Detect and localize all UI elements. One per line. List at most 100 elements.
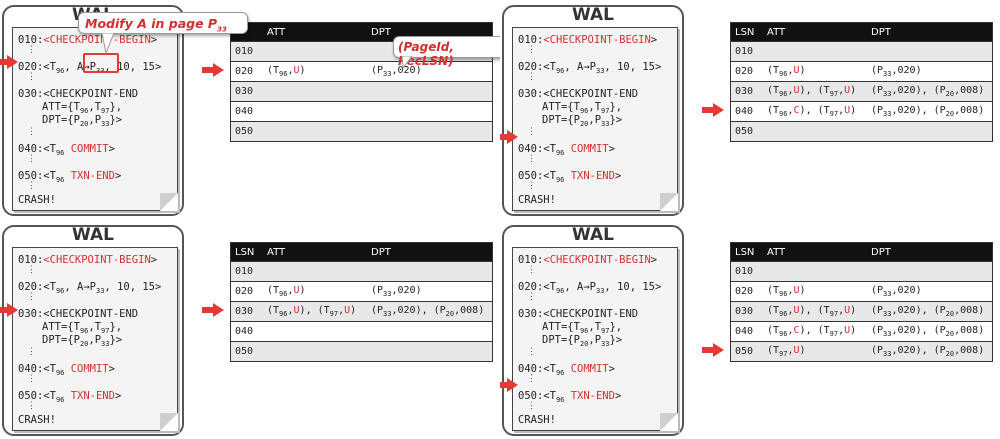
cell-lsn: 040 bbox=[735, 326, 754, 337]
log-line-030-att: ATT={T96,T97}, bbox=[42, 321, 123, 336]
callout-pageid-reclsn: (PageId, RecLSN) bbox=[393, 36, 500, 68]
log-line-030-att: ATT={T96,T97}, bbox=[542, 101, 623, 116]
header-lsn: LSN bbox=[735, 246, 755, 258]
cell-att: (T96,U) bbox=[267, 65, 306, 78]
ellipsis: ⋮ bbox=[527, 72, 536, 82]
cell-lsn: 050 bbox=[735, 346, 754, 357]
table-header: LSN ATT DPT bbox=[731, 23, 992, 41]
cell-att: (T96,U) bbox=[267, 285, 306, 298]
callout-modify: Modify A in page P33 bbox=[78, 12, 248, 34]
header-lsn: LSN bbox=[235, 246, 255, 258]
log-line-020: 020:<T96, A→P33, 10, 15> bbox=[18, 281, 162, 296]
cell-dpt: (P33,020), (P20,008) bbox=[871, 345, 985, 358]
table-row: 020 (T96,U) (P33,020) bbox=[231, 281, 492, 301]
table-header: LSN ATT DPT bbox=[231, 243, 492, 261]
log-line-030: 030:<CHECKPOINT-END bbox=[18, 308, 139, 320]
table-row: 030 (T96,U), (T97,U) (P33,020), (P20,008… bbox=[231, 301, 492, 321]
ellipsis: ⋮ bbox=[27, 265, 36, 275]
wal-box: WAL 010:<CHECKPOINT-BEGIN> ⋮ 020:<T96, A… bbox=[502, 225, 684, 436]
callout-pointer-icon bbox=[401, 56, 413, 70]
header-dpt: DPT bbox=[871, 246, 891, 258]
table-row: 010 bbox=[731, 261, 992, 281]
cell-lsn: 020 bbox=[235, 286, 254, 297]
current-lsn-arrow-icon bbox=[500, 378, 518, 392]
table-row-arrow-icon bbox=[702, 103, 724, 117]
ellipsis: ⋮ bbox=[27, 154, 36, 164]
wal-log-paper: 010:<CHECKPOINT-BEGIN> ⋮ 020:<T96, A→P33… bbox=[12, 27, 178, 211]
log-line-010: 010:<CHECKPOINT-BEGIN> bbox=[18, 254, 158, 266]
table-row: 040 bbox=[231, 321, 492, 341]
crash-label: CRASH! bbox=[18, 414, 56, 426]
table-row: 020 (T96,U) (P33,020) bbox=[231, 61, 492, 81]
log-line-010: 010:<CHECKPOINT-BEGIN> bbox=[518, 34, 658, 46]
table-row: 050 (T97,U) (P33,020), (P20,008) bbox=[731, 341, 992, 361]
panel-1: WAL 010:<CHECKPOINT-BEGIN> ⋮ 020:<T96, A… bbox=[0, 0, 500, 219]
cell-lsn: 040 bbox=[735, 106, 754, 117]
ellipsis: ⋮ bbox=[527, 292, 536, 302]
table-row: 040 (T96,C), (T97,U) (P33,020), (P20,008… bbox=[731, 321, 992, 341]
cell-lsn: 010 bbox=[235, 46, 254, 57]
log-line-040: 040:<T96 COMMIT> bbox=[18, 363, 115, 378]
cell-lsn: 010 bbox=[235, 266, 254, 277]
table-row: 040 (T96,C), (T97,U) (P33,020), (P20,008… bbox=[731, 101, 992, 121]
table-row-arrow-icon bbox=[202, 63, 224, 77]
table-row: 020 (T96,U) (P33,020) bbox=[731, 61, 992, 81]
table-row: 040 bbox=[231, 101, 492, 121]
cell-lsn: 020 bbox=[735, 66, 754, 77]
cell-lsn: 010 bbox=[735, 266, 754, 277]
log-line-040: 040:<T96 COMMIT> bbox=[18, 143, 115, 158]
ellipsis: ⋮ bbox=[527, 45, 536, 55]
header-lsn: LSN bbox=[735, 26, 755, 38]
cell-lsn: 030 bbox=[235, 306, 254, 317]
panel-3: WAL 010:<CHECKPOINT-BEGIN> ⋮ 020:<T96, A… bbox=[0, 220, 500, 439]
cell-dpt: (P33,020), (P20,008) bbox=[371, 305, 485, 318]
header-dpt: DPT bbox=[371, 246, 391, 258]
cell-dpt: (P33,020), (P20,008) bbox=[871, 325, 985, 338]
log-line-040: 040:<T96 COMMIT> bbox=[518, 143, 615, 158]
log-line-030-att: ATT={T96,T97}, bbox=[542, 321, 623, 336]
log-line-030-dpt: DPT={P20,P33}> bbox=[542, 114, 623, 129]
ellipsis: ⋮ bbox=[27, 127, 36, 137]
att-dpt-table: LSN ATT DPT 010 020 (T96,U) (P33,020) 03… bbox=[730, 22, 993, 142]
log-line-020: 020:<T96, A→P33, 10, 15> bbox=[518, 61, 662, 76]
cell-dpt: (P33,020) bbox=[871, 285, 922, 298]
table-row: 030 bbox=[231, 81, 492, 101]
highlight-box bbox=[83, 53, 119, 73]
header-att: ATT bbox=[767, 26, 786, 38]
table-header: LSN ATT DPT bbox=[731, 243, 992, 261]
table-row: 010 bbox=[731, 41, 992, 61]
wal-title: WAL bbox=[72, 225, 114, 245]
cell-dpt: (P33,020) bbox=[871, 65, 922, 78]
table-row: 050 bbox=[231, 341, 492, 361]
ellipsis: ⋮ bbox=[527, 127, 536, 137]
cell-dpt: (P33,020), (P20,008) bbox=[871, 105, 985, 118]
ellipsis: ⋮ bbox=[27, 181, 36, 191]
wal-log-paper: 010:<CHECKPOINT-BEGIN> ⋮ 020:<T96, A→P33… bbox=[12, 247, 178, 431]
ellipsis: ⋮ bbox=[527, 401, 536, 411]
cell-lsn: 020 bbox=[235, 66, 254, 77]
cell-lsn: 040 bbox=[235, 106, 254, 117]
table-row: 050 bbox=[231, 121, 492, 141]
log-line-050: 050:<T96 TXN-END> bbox=[518, 390, 622, 405]
ellipsis: ⋮ bbox=[27, 45, 36, 55]
ellipsis: ⋮ bbox=[27, 292, 36, 302]
cell-att: (T96,U), (T97,U) bbox=[767, 305, 857, 318]
cell-lsn: 050 bbox=[735, 126, 754, 137]
table-row: 010 bbox=[231, 261, 492, 281]
log-line-040: 040:<T96 COMMIT> bbox=[518, 363, 615, 378]
cell-lsn: 030 bbox=[735, 86, 754, 97]
cell-dpt: (P33,020) bbox=[371, 285, 422, 298]
header-att: ATT bbox=[767, 246, 786, 258]
table-row-arrow-icon bbox=[202, 303, 224, 317]
crash-label: CRASH! bbox=[518, 194, 556, 206]
log-line-010: 010:<CHECKPOINT-BEGIN> bbox=[18, 34, 158, 46]
ellipsis: ⋮ bbox=[527, 154, 536, 164]
cell-lsn: 050 bbox=[235, 346, 254, 357]
log-line-030: 030:<CHECKPOINT-END bbox=[518, 308, 639, 320]
ellipsis: ⋮ bbox=[527, 347, 536, 357]
cell-lsn: 010 bbox=[735, 46, 754, 57]
table-row-arrow-icon bbox=[702, 343, 724, 357]
table-row: 020 (T96,U) (P33,020) bbox=[731, 281, 992, 301]
cell-lsn: 030 bbox=[235, 86, 254, 97]
cell-att: (T96,C), (T97,U) bbox=[767, 325, 857, 338]
